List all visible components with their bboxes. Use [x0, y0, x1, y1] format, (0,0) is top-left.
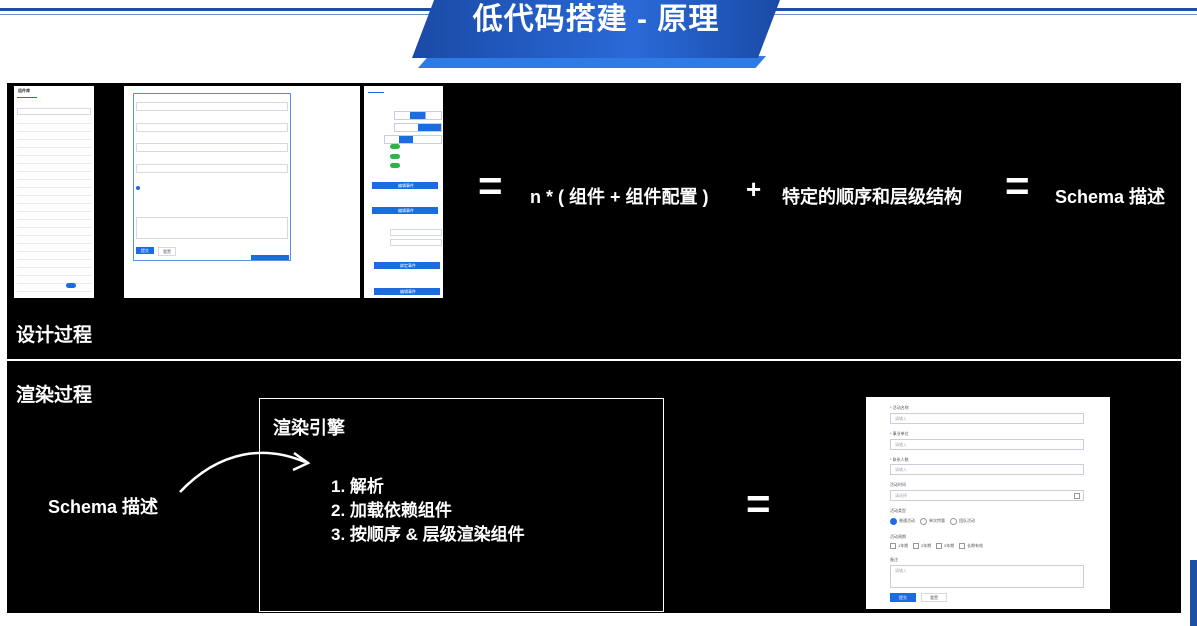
- title-tab-shadow: [418, 56, 766, 68]
- design-section-label: 设计过程: [16, 325, 93, 346]
- preview-field-input-1[interactable]: 请输入: [890, 413, 1084, 424]
- preview-checkbox-3-label: 3年期: [944, 543, 955, 548]
- canvas-input-4: [136, 164, 288, 173]
- property-tab-underline: [368, 92, 384, 93]
- preview-field-input-3[interactable]: 请输入: [890, 464, 1084, 475]
- arrow-icon: [179, 451, 311, 493]
- canvas-input-2: [136, 123, 288, 132]
- component-toggle: [66, 283, 76, 288]
- render-equals: =: [746, 480, 771, 527]
- editor-component-list: 组件库: [14, 86, 94, 298]
- canvas-textarea: [136, 217, 288, 239]
- canvas-submit-button[interactable]: 提交: [136, 247, 154, 254]
- canvas-input-3: [136, 143, 288, 152]
- component-tab-underline: [17, 97, 37, 98]
- editor-property-panel: 编辑事件 编辑事件 绑定事件 编辑事件: [364, 86, 443, 298]
- preview-date-input[interactable]: 请选择: [890, 490, 1084, 501]
- design-formula: n * ( 组件 + 组件配置 ): [530, 187, 709, 207]
- preview-submit-button[interactable]: 提交: [890, 593, 916, 602]
- property-toggle-2[interactable]: [390, 154, 400, 159]
- canvas-toolbar[interactable]: [251, 255, 289, 260]
- preview-radio-2[interactable]: [920, 518, 927, 525]
- canvas-radio: [136, 186, 140, 190]
- component-list-title: 组件库: [18, 88, 30, 93]
- slide-title: 低代码搭建 - 原理: [472, 3, 720, 36]
- preview-reset-button[interactable]: 重置: [921, 593, 947, 602]
- preview-field-label-2: * 事业单位: [890, 431, 909, 436]
- preview-radio-label: 活动类型: [890, 508, 906, 513]
- preview-textarea[interactable]: 请输入: [890, 565, 1084, 588]
- preview-field-label-3: * 联系人数: [890, 457, 909, 462]
- render-step-2: 2. 加载依赖组件: [331, 501, 452, 520]
- design-structure: 特定的顺序和层级结构: [782, 187, 962, 207]
- property-event-button-4[interactable]: 编辑事件: [374, 288, 440, 295]
- canvas-input-1: [136, 102, 288, 111]
- preview-field-input-2[interactable]: 请输入: [890, 439, 1084, 450]
- render-engine-title: 渲染引擎: [273, 418, 345, 438]
- canvas-form-frame: [133, 93, 291, 261]
- preview-checkbox-2[interactable]: [913, 543, 919, 549]
- design-equals-1: =: [478, 162, 503, 209]
- right-edge-rule: [1190, 560, 1197, 626]
- property-segment-group-2: [394, 123, 442, 132]
- property-toggle-1[interactable]: [390, 144, 400, 149]
- component-list-rows: [17, 118, 91, 298]
- title-tab: [412, 0, 780, 58]
- property-event-button-1[interactable]: 编辑事件: [372, 182, 438, 189]
- preview-checkbox-3[interactable]: [936, 543, 942, 549]
- render-step-3: 3. 按顺序 & 层级渲染组件: [331, 525, 525, 544]
- render-engine-box: [259, 398, 664, 612]
- preview-checkbox-1[interactable]: [890, 543, 896, 549]
- preview-radio-1[interactable]: [890, 518, 897, 525]
- preview-field-label-4: 活动时间: [890, 482, 906, 487]
- render-schema-label: Schema 描述: [48, 497, 159, 517]
- property-segment-group: [394, 111, 442, 120]
- preview-radio-3-label: 团队活动: [959, 518, 975, 523]
- render-step-1: 1. 解析: [331, 477, 384, 496]
- preview-checkbox-2-label: 2年期: [921, 543, 932, 548]
- property-segment-group-3: [384, 135, 442, 144]
- canvas-reset-button[interactable]: 重置: [158, 247, 176, 256]
- component-search-box: [17, 108, 91, 115]
- property-input-1[interactable]: [390, 229, 442, 236]
- preview-radio-2-label: 单次特惠: [929, 518, 945, 523]
- preview-field-label-1: * 活动名称: [890, 405, 909, 410]
- design-equals-2: =: [1005, 162, 1030, 209]
- editor-canvas: 提交 重置: [124, 86, 360, 298]
- preview-radio-3[interactable]: [950, 518, 957, 525]
- preview-checkbox-4[interactable]: [959, 543, 965, 549]
- render-section-label: 渲染过程: [16, 385, 93, 406]
- design-plus: +: [746, 174, 762, 204]
- property-toggle-3[interactable]: [390, 163, 400, 168]
- design-schema-label: Schema 描述: [1055, 187, 1166, 207]
- property-input-2[interactable]: [390, 239, 442, 246]
- preview-textarea-label: 备注: [890, 557, 898, 562]
- preview-checkbox-1-label: 1年期: [898, 543, 909, 548]
- preview-checkbox-label: 活动周期: [890, 534, 906, 539]
- property-event-button-3[interactable]: 绑定事件: [374, 262, 440, 269]
- property-event-button-2[interactable]: 编辑事件: [372, 207, 438, 214]
- calendar-icon: [1074, 493, 1080, 499]
- preview-checkbox-4-label: 长期有效: [967, 543, 983, 548]
- preview-radio-1-label: 普通活动: [899, 518, 915, 523]
